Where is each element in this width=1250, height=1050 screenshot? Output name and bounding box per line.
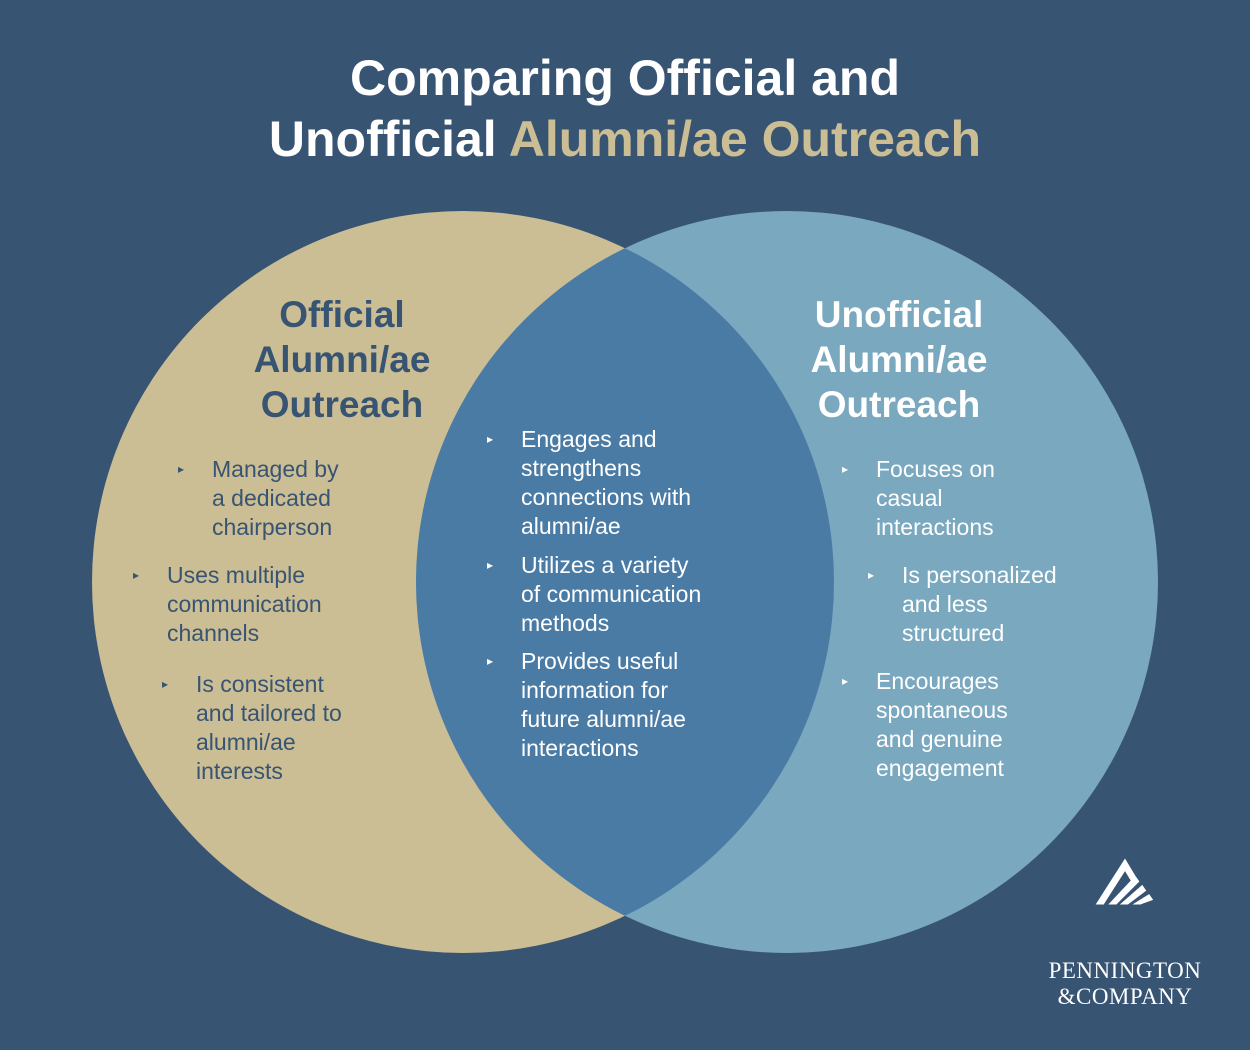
bullet-arrow-icon: ▸: [487, 432, 494, 446]
left-set-title: Official Alumni/ae Outreach: [253, 294, 431, 425]
center-bullet-1: ▸ Engages and strengthens connections wi…: [487, 426, 692, 539]
bullet-arrow-icon: ▸: [487, 558, 494, 572]
bullet-arrow-icon: ▸: [487, 654, 494, 668]
bullet-arrow-icon: ▸: [842, 462, 849, 476]
title-line-2-plain: Unofficial: [268, 111, 509, 167]
stacked-roof-icon: [1095, 858, 1154, 905]
bullet-arrow-icon: ▸: [133, 568, 140, 582]
page-title: Comparing Official and Unofficial Alumni…: [0, 48, 1250, 170]
left-bullet-3: ▸ Is consistent and tailored to alumni/a…: [162, 671, 342, 784]
center-bullet-3: ▸ Provides useful information for future…: [487, 648, 686, 761]
title-line-2-accent: Alumni/ae Outreach: [508, 111, 982, 167]
right-bullet-1: ▸ Focuses on casual interactions: [842, 456, 995, 540]
right-bullet-3: ▸ Encourages spontaneous and genuine eng…: [842, 668, 1008, 781]
center-bullet-2: ▸ Utilizes a variety of communication me…: [487, 552, 702, 636]
left-bullet-2: ▸ Uses multiple communication channels: [133, 562, 322, 646]
bullet-arrow-icon: ▸: [162, 677, 169, 691]
bullet-arrow-icon: ▸: [842, 674, 849, 688]
right-set-title: Unofficial Alumni/ae Outreach: [810, 294, 988, 425]
title-line-1: Comparing Official and: [349, 50, 901, 106]
bullet-arrow-icon: ▸: [178, 462, 185, 476]
logo-line-2: &COMPANY: [1057, 984, 1193, 1009]
right-bullet-2: ▸ Is personalized and less structured: [868, 562, 1057, 646]
overlap-region: [416, 211, 834, 953]
bullet-arrow-icon: ▸: [868, 568, 875, 582]
left-bullet-1: ▸ Managed by a dedicated chairperson: [178, 456, 339, 540]
logo-line-1: PENNINGTON: [1048, 958, 1202, 983]
